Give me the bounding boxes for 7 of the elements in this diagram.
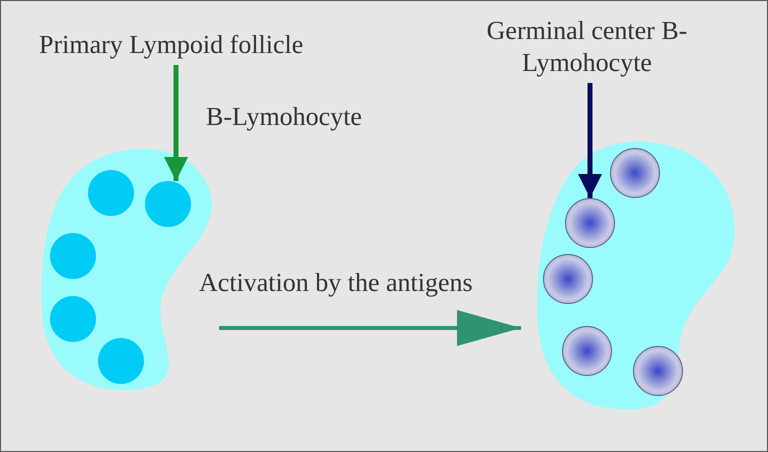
edge-label: Activation by the antigens xyxy=(199,267,473,299)
cell-label: Primary Lympoid follicle xyxy=(39,29,329,63)
cell-label: Germinal center B-Lymohocyte xyxy=(479,15,695,81)
arrow xyxy=(164,65,188,181)
arrow xyxy=(578,83,602,198)
title-label: B-Lymohocyte xyxy=(206,101,362,133)
arrow xyxy=(219,310,521,346)
